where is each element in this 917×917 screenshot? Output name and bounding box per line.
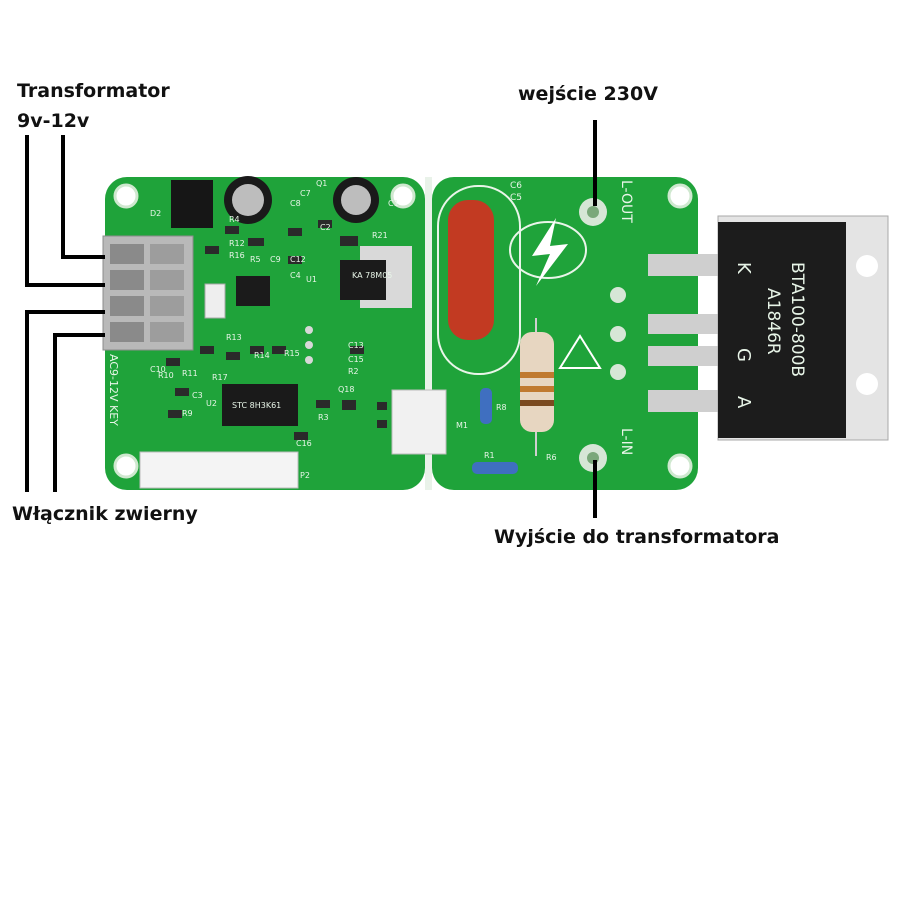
svg-text:C13: C13 <box>348 341 364 350</box>
regulator-marking-text: KA 78M05 <box>352 271 392 280</box>
svg-text:C7: C7 <box>300 189 311 198</box>
transformer-voltage-label: 9v-12v <box>17 110 90 132</box>
triac: BTA100-800B A1846R K G A <box>717 215 889 441</box>
svg-text:R2: R2 <box>348 367 359 376</box>
svg-text:C3: C3 <box>192 391 203 400</box>
resistor-r1 <box>472 462 518 474</box>
svg-text:R9: R9 <box>182 409 193 418</box>
triac-legs <box>648 254 724 412</box>
header-pins <box>305 326 313 364</box>
pointer-transformer-2 <box>61 135 105 259</box>
pointer-switch-2 <box>53 333 105 492</box>
svg-text:P2: P2 <box>300 471 310 480</box>
svg-text:R13: R13 <box>226 333 242 342</box>
output-label: Wyjście do transformatora <box>494 526 780 548</box>
svg-text:M1: M1 <box>456 421 468 430</box>
triac-marking-1: BTA100-800B <box>787 262 807 377</box>
svg-text:R17: R17 <box>212 373 228 382</box>
svg-text:Q1: Q1 <box>316 179 327 188</box>
terminal-pads <box>579 198 626 472</box>
svg-text:R21: R21 <box>372 231 388 240</box>
terminal-block <box>102 235 194 351</box>
input-label: wejście 230V <box>518 83 658 105</box>
svg-text:U2: U2 <box>206 399 217 408</box>
svg-text:C2: C2 <box>320 223 331 232</box>
svg-text:Q18: Q18 <box>338 385 354 394</box>
smd-components <box>166 220 387 440</box>
optocoupler <box>391 389 447 455</box>
svg-text:R14: R14 <box>254 351 270 360</box>
svg-text:R6: R6 <box>546 453 557 462</box>
svg-text:C12: C12 <box>290 255 306 264</box>
power-resistor <box>520 318 554 456</box>
svg-text:C4: C4 <box>290 271 301 280</box>
pointer-transformer-1 <box>25 135 105 287</box>
silk-left: AC9-12V KEY <box>107 354 120 426</box>
pcb-right-section <box>432 177 698 490</box>
lightning-symbol <box>509 218 587 286</box>
svg-text:R1: R1 <box>484 451 495 460</box>
triac-pin-k: K <box>733 262 754 275</box>
svg-text:R12: R12 <box>229 239 245 248</box>
svg-text:R16: R16 <box>229 251 245 260</box>
triac-pin-g: G <box>733 348 754 362</box>
bottom-connector <box>139 451 299 489</box>
voltage-regulator: KA 78M05 <box>340 246 412 308</box>
warning-triangle <box>558 334 602 369</box>
svg-text:C10: C10 <box>150 365 166 374</box>
microcontroller-ic: STC 8H3K61 <box>222 384 298 426</box>
svg-text:U1: U1 <box>306 275 317 284</box>
relay-connector <box>204 283 226 319</box>
silk-l-out: L-OUT <box>618 180 634 223</box>
silk-c5: C5 <box>510 193 522 203</box>
triac-marking-2: A1846R <box>763 288 783 355</box>
svg-text:R4: R4 <box>229 215 240 224</box>
pointer-switch-1 <box>25 310 105 492</box>
svg-text:R8: R8 <box>496 403 507 412</box>
board-outline-ellipse <box>437 185 521 375</box>
switch-label: Włącznik zwierny <box>12 503 198 525</box>
svg-text:R15: R15 <box>284 349 300 358</box>
svg-text:C9: C9 <box>270 255 281 264</box>
svg-text:R11: R11 <box>182 369 198 378</box>
svg-text:C8: C8 <box>290 199 301 208</box>
svg-text:D2: D2 <box>150 209 161 218</box>
transformer-title-label: Transformator <box>17 80 170 102</box>
resistor-r8 <box>480 388 492 424</box>
svg-text:R3: R3 <box>318 413 329 422</box>
svg-text:C15: C15 <box>348 355 364 364</box>
component-designators: Q1 R4 R12 R16 R5 C9 C12 C2 R21 C1 C8 C7 … <box>150 179 557 480</box>
small-ic-u1 <box>236 276 270 306</box>
ic-marking-text: STC 8H3K61 <box>232 401 281 410</box>
mounting-holes <box>113 183 693 479</box>
silk-c6: C6 <box>510 181 522 191</box>
svg-text:R10: R10 <box>158 371 174 380</box>
svg-text:C1: C1 <box>388 199 399 208</box>
svg-text:R5: R5 <box>250 255 261 264</box>
electrolytic-capacitors <box>224 176 379 224</box>
x-capacitor <box>448 200 494 340</box>
bridge-rectifier <box>171 180 213 228</box>
annotation-pointer-lines <box>25 120 597 518</box>
silk-l-in: L-IN <box>618 428 634 455</box>
triac-pin-a: A <box>733 396 754 409</box>
svg-text:C16: C16 <box>296 439 312 448</box>
